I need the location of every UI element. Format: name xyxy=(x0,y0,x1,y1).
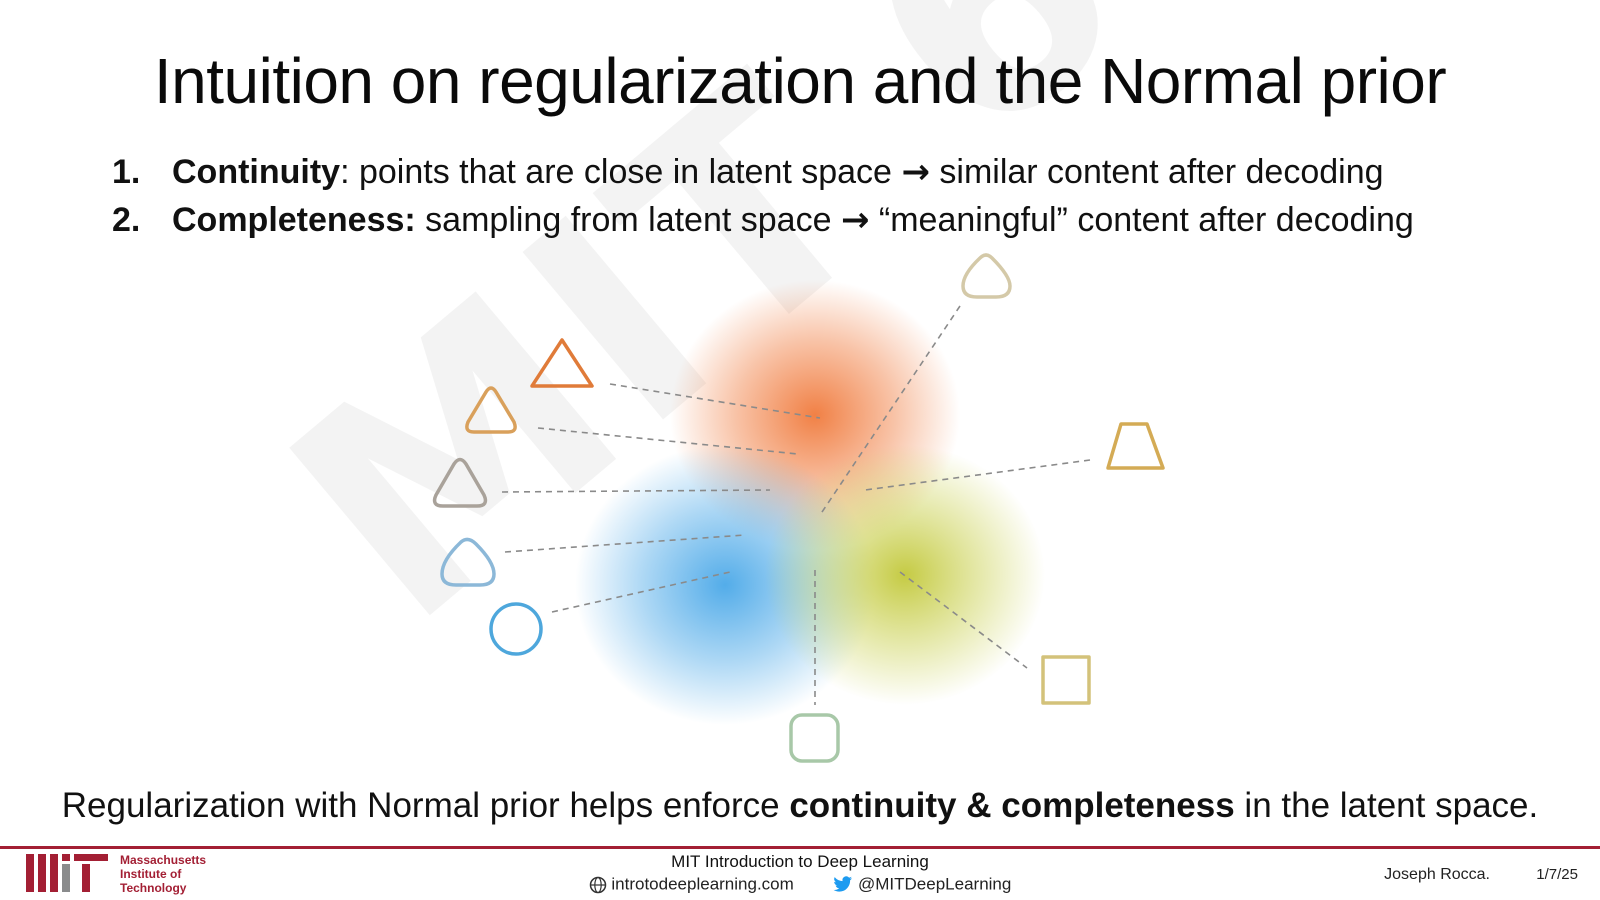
mit-wordmark: Massachusetts Institute of Technology xyxy=(120,853,206,895)
list-term: Completeness: xyxy=(172,201,416,239)
list-number: 2. xyxy=(112,201,141,239)
rounded-square-shape xyxy=(789,713,840,763)
list-number: 1. xyxy=(112,153,141,191)
list-term: Continuity xyxy=(172,153,341,191)
slide-date: 1/7/25 xyxy=(1536,866,1578,883)
connector-line xyxy=(864,459,1091,491)
footer-links: introtodeeplearning.com @MITDeepLearning xyxy=(0,874,1600,895)
list-item-continuity: 1. Continuity: points that are close in … xyxy=(112,148,1552,196)
triangle-shape xyxy=(530,338,594,388)
mit-logo xyxy=(26,854,108,892)
rounded-triangle-shape xyxy=(440,537,496,587)
conclusion-plain: Regularization with Normal prior helps e… xyxy=(61,786,790,825)
list-text: points that are close in latent space xyxy=(349,153,892,191)
list-item-completeness: 2. Completeness: sampling from latent sp… xyxy=(112,196,1552,244)
rounded-triangle-shape xyxy=(432,457,488,508)
arrow-icon: → xyxy=(840,200,870,240)
connector-line xyxy=(609,383,821,419)
connector-line xyxy=(819,305,961,516)
square-shape xyxy=(1041,655,1091,705)
slide-title: Intuition on regularization and the Norm… xyxy=(153,45,1447,117)
twitter-icon xyxy=(833,876,853,892)
footer-divider xyxy=(0,846,1600,849)
list-text: sampling from latent space xyxy=(415,201,832,239)
connector-line xyxy=(899,571,1028,669)
trapezoid-shape xyxy=(1106,422,1165,470)
mit-name-line: Institute of xyxy=(120,867,182,881)
rounded-triangle-shape xyxy=(961,253,1012,299)
conclusion-plain: in the latent space. xyxy=(1234,786,1539,825)
mit-name-line: Technology xyxy=(120,881,187,895)
website-link[interactable]: introtodeeplearning.com xyxy=(611,874,794,894)
arrow-icon: → xyxy=(901,152,930,192)
connector-line xyxy=(504,534,746,553)
list-text: “meaningful” content after decoding xyxy=(878,201,1414,239)
image-credit: Joseph Rocca. xyxy=(1384,866,1490,883)
numbered-list: 1. Continuity: points that are close in … xyxy=(112,148,1552,244)
latent-space-diagram xyxy=(432,253,1165,763)
conclusion-bold: continuity & completeness xyxy=(789,786,1235,825)
globe-icon xyxy=(589,876,606,893)
list-separator: : xyxy=(340,153,350,191)
course-name: MIT Introduction to Deep Learning xyxy=(671,852,929,871)
twitter-handle[interactable]: @MITDeepLearning xyxy=(858,874,1012,894)
rounded-triangle-shape xyxy=(465,386,517,434)
conclusion-text: Regularization with Normal prior helps e… xyxy=(0,786,1600,826)
mit-name-line: Massachusetts xyxy=(120,853,207,867)
list-text: similar content after decoding xyxy=(939,153,1384,191)
connector-line xyxy=(551,571,731,613)
connector-line xyxy=(501,489,771,493)
circle-shape xyxy=(489,602,543,656)
